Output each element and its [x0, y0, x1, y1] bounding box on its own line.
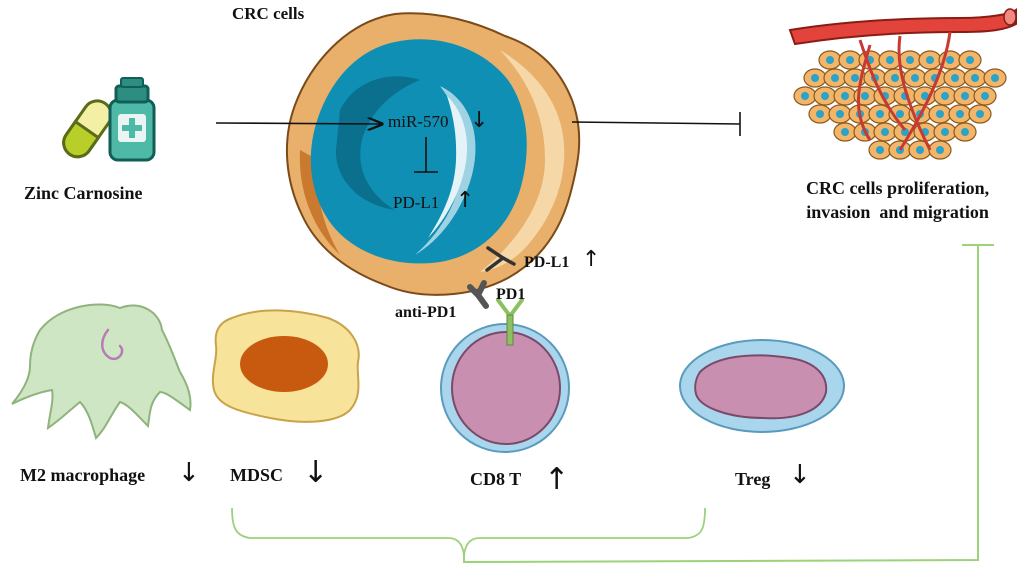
pdl1-inner-label: PD-L1 [393, 193, 440, 212]
tumor-cell-nucleus [821, 92, 829, 100]
mir-570-label: miR-570 [388, 112, 449, 131]
tumor-cell-nucleus [941, 128, 949, 136]
treg-label: Treg [735, 469, 771, 489]
tumor-cell-nucleus [961, 128, 969, 136]
drug-icon [62, 77, 156, 162]
tumor-cell-nucleus [801, 92, 809, 100]
m2-down-arrow: ↓ [178, 458, 200, 488]
mdsc-label: MDSC [230, 465, 283, 485]
tumor-cell-nucleus [936, 146, 944, 154]
pd1-label: PD1 [496, 286, 526, 303]
tumor-cell-nucleus [841, 128, 849, 136]
pdl1-receptor-icon [485, 246, 516, 272]
anti-pd1-label: anti-PD1 [395, 304, 457, 321]
tumor-cell-nucleus [831, 74, 839, 82]
tumor-cell-nucleus [921, 92, 929, 100]
crc-cells-label: CRC cells [232, 4, 305, 23]
cd8-t-label: CD8 T [470, 469, 522, 489]
tumor-cell-nucleus [926, 56, 934, 64]
pdl1-receptor-up-arrow: ↑ [582, 247, 601, 272]
tumor-cell-nucleus [876, 110, 884, 118]
tumor-cell-nucleus [971, 74, 979, 82]
tumor-cell-nucleus [886, 56, 894, 64]
tumor-cell-nucleus [851, 74, 859, 82]
cd8-t-cell [440, 298, 570, 453]
mdsc-cell [211, 309, 360, 423]
tumor-cell-nucleus [816, 110, 824, 118]
cd8-up-arrow: ↑ [544, 462, 570, 497]
inhibition-line-outcome [571, 112, 741, 136]
zinc-carnosine-label: Zinc Carnosine [24, 183, 143, 203]
pdl1-receptor-label: PD-L1 [524, 254, 570, 271]
tumor-cell-nucleus [826, 56, 834, 64]
tumor-cell-nucleus [981, 92, 989, 100]
tumor-cell-nucleus [991, 74, 999, 82]
tumor-cell-nucleus [891, 74, 899, 82]
tumor-cell-nucleus [966, 56, 974, 64]
tumor-cell-nucleus [916, 146, 924, 154]
tumor-cell-nucleus [951, 74, 959, 82]
tumor-cell-nucleus [846, 56, 854, 64]
pdl1-inner-up-arrow: ↑ [456, 188, 475, 213]
tumor-cell-nucleus [941, 92, 949, 100]
treg-cell [679, 339, 845, 433]
arrow-drug-to-mir [215, 123, 382, 124]
tumor-vessel-icon [788, 8, 1017, 160]
tumor-cell-nucleus [906, 56, 914, 64]
tumor-cell-nucleus [836, 110, 844, 118]
tumor-cell-nucleus [911, 74, 919, 82]
tumor-cell-nucleus [901, 128, 909, 136]
tumor-cell-nucleus [956, 110, 964, 118]
inhibition-line-immune-to-outcome [463, 244, 994, 564]
tumor-cell-nucleus [811, 74, 819, 82]
tumor-cell-nucleus [841, 92, 849, 100]
tumor-cell-nucleus [976, 110, 984, 118]
immune-cells-brace [231, 507, 706, 557]
treg-down-arrow: ↓ [789, 460, 811, 490]
crc-cell [286, 12, 581, 296]
anti-pd1-antibody-icon [467, 280, 489, 309]
mir-down-arrow: ↓ [470, 108, 489, 133]
m2-macrophage-cell [11, 303, 192, 440]
inhibition-mir-pdl1 [414, 137, 438, 173]
tumor-cell-nucleus [961, 92, 969, 100]
m2-macrophage-label: M2 macrophage [20, 465, 146, 485]
mdsc-down-arrow: ↓ [303, 455, 329, 490]
tumor-cell-nucleus [896, 110, 904, 118]
tumor-cell-nucleus [861, 92, 869, 100]
tumor-cell-nucleus [946, 56, 954, 64]
tumor-cell-nucleus [876, 146, 884, 154]
tumor-cell-nucleus [936, 110, 944, 118]
outcome-label: CRC cells proliferation, invasion and mi… [806, 178, 990, 222]
tumor-cell-nucleus [881, 128, 889, 136]
